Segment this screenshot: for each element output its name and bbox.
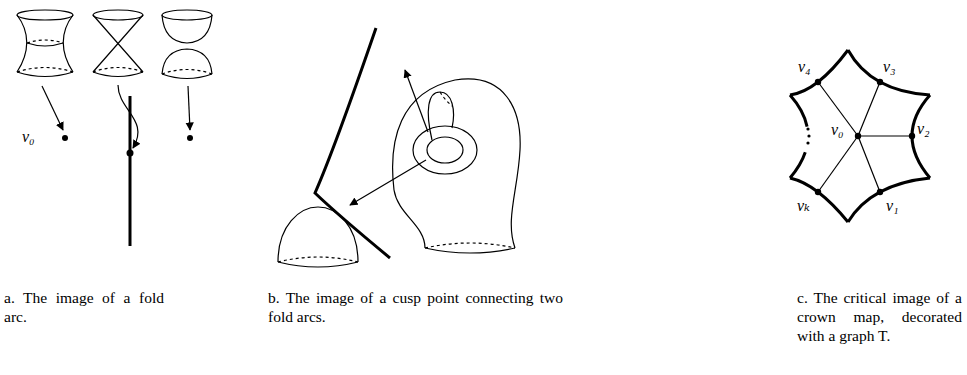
crown-image (790, 50, 930, 222)
vertex-label: v₀ (831, 121, 844, 139)
vertex-label: vₖ (797, 197, 810, 215)
vertex-label: v₂ (917, 120, 930, 138)
vertex-label: v₃ (883, 58, 896, 76)
caption: c. The critical image of a crown map, de… (797, 288, 962, 345)
fold-image (62, 96, 193, 246)
vertex-label: v₁ (886, 197, 899, 215)
fold-surfaces (17, 10, 212, 148)
vertex-label: v₄ (798, 58, 811, 76)
caption: a. The image of a fold arc. (4, 288, 164, 326)
cusp-figure (278, 28, 520, 267)
caption: b. The image of a cusp point connecting … (268, 288, 563, 326)
vertex-label: v₀ (22, 128, 35, 146)
